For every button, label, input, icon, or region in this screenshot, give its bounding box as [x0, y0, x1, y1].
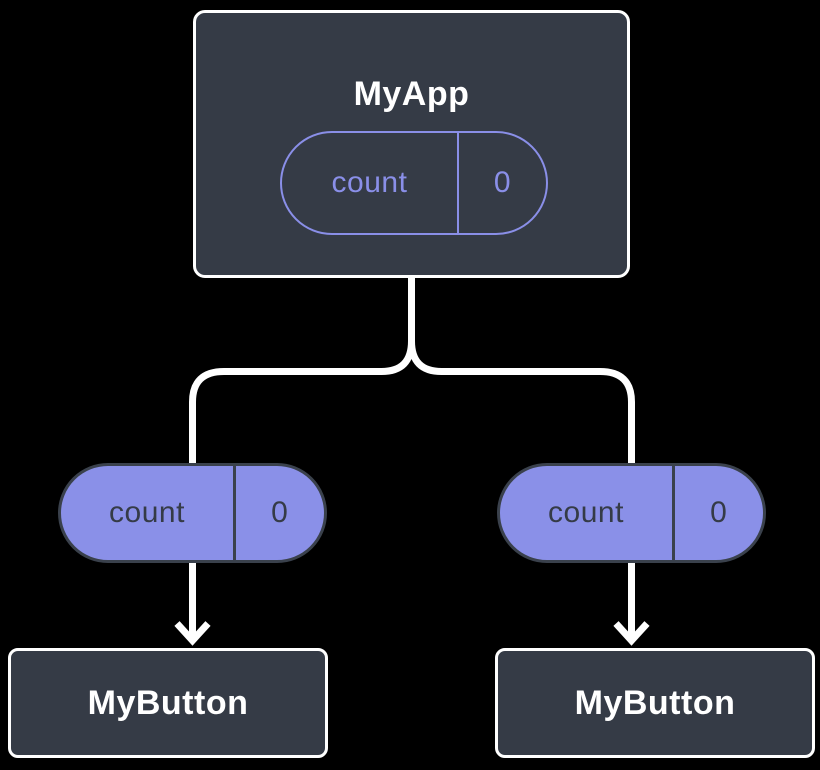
branch-left-line	[189, 276, 415, 466]
prop-pill-label: count	[548, 496, 624, 529]
pill-divider	[457, 133, 459, 233]
myapp-node: MyApp count 0	[193, 10, 630, 278]
mybutton-node-left: MyButton	[8, 648, 328, 758]
arrow-right-head	[613, 621, 650, 646]
prop-pill-label: count	[109, 496, 185, 529]
pill-divider	[233, 466, 236, 560]
state-pill-label: count	[331, 166, 408, 199]
left-prop-pill: count 0	[58, 463, 327, 563]
mybutton-title: MyButton	[87, 683, 249, 722]
myapp-state-pill: count 0	[280, 131, 548, 235]
mybutton-node-right: MyButton	[495, 648, 815, 758]
pill-divider	[672, 466, 675, 560]
arrow-left-head	[174, 621, 211, 646]
right-prop-pill: count 0	[497, 463, 766, 563]
branch-right-line	[408, 276, 635, 466]
prop-pill-value: 0	[271, 496, 289, 529]
state-pill-value: 0	[493, 166, 512, 199]
myapp-title: MyApp	[353, 75, 470, 113]
mybutton-title: MyButton	[574, 683, 736, 722]
prop-pill-value: 0	[710, 496, 728, 529]
